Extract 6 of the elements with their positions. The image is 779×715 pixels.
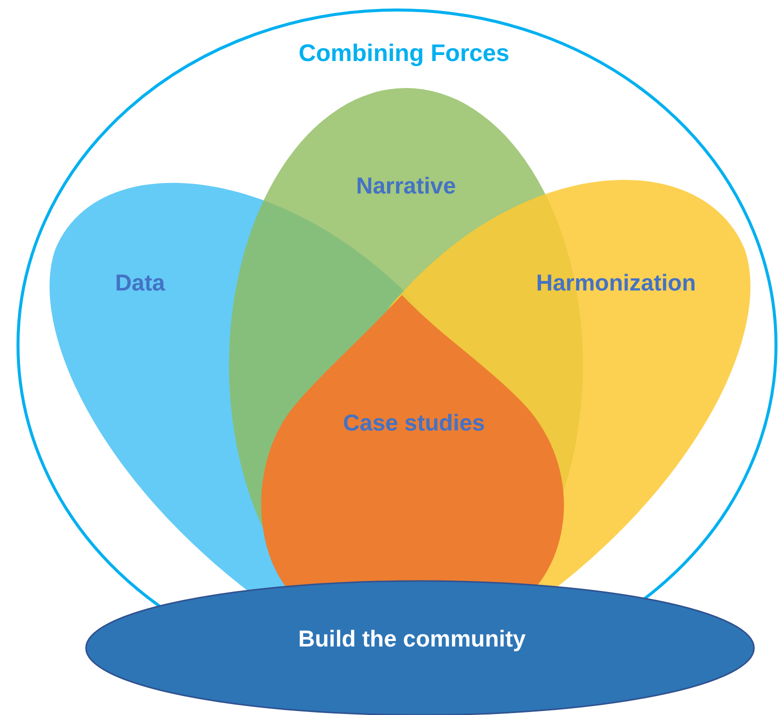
diagram-heading: Combining Forces [298, 40, 510, 68]
node-label: Harmonization [536, 270, 696, 296]
node-label: Narrative [356, 172, 456, 200]
node-label: Build the community [298, 626, 526, 652]
node-label: Case studies [343, 410, 485, 436]
node-label: Data [115, 270, 165, 296]
